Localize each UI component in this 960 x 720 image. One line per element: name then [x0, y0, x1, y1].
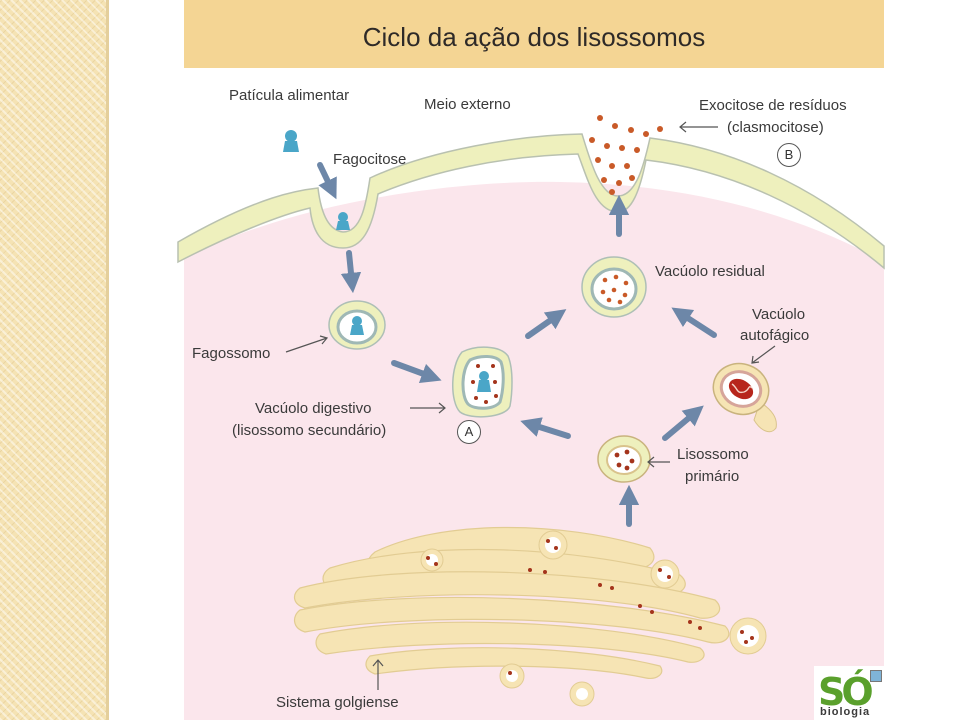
engulfed-particle [336, 212, 350, 230]
primary-lysosome [597, 435, 651, 483]
label-primary-lysosome-1: Lisossomo [677, 446, 749, 463]
residual-vacuole [581, 256, 647, 318]
label-phagocytosis: Fagocitose [333, 151, 407, 168]
digestive-vacuole [452, 346, 513, 418]
autophagic-vacuole [712, 362, 777, 433]
label-digestive-vacuole: Vacúolo digestivo [255, 400, 372, 417]
label-food-particle: Patícula alimentar [229, 87, 350, 104]
decorative-strip [0, 0, 106, 720]
food-particle [283, 130, 299, 152]
exocytosis-residues [589, 115, 663, 195]
golgi-apparatus [294, 526, 730, 679]
label-exocytosis: Exocitose de resíduos [699, 97, 847, 114]
marker-a: A [457, 420, 481, 444]
label-phagosome: Fagossomo [192, 345, 271, 362]
label-residual-vacuole: Vacúolo residual [655, 263, 765, 280]
logo-square-icon [870, 670, 882, 682]
label-clasmocytosis: (clasmocitose) [727, 119, 824, 136]
logo-mark: SÓ [818, 670, 874, 714]
plasma-membrane [177, 133, 885, 270]
title-bar [184, 0, 884, 68]
flow-arrows [317, 162, 717, 527]
label-secondary-lysosome: (lisossomo secundário) [232, 422, 387, 439]
diagram-title: Ciclo da ação dos lisossomos [362, 22, 706, 52]
label-autophagic-vacuole-1: Vacúolo [752, 306, 806, 323]
leader-arrows [285, 121, 776, 690]
so-biologia-logo: SÓ biologia [814, 666, 884, 720]
label-autophagic-vacuole-2: autofágico [740, 327, 810, 344]
marker-b: B [777, 143, 801, 167]
phagosome [328, 300, 386, 350]
golgi-granules [426, 539, 754, 675]
label-primary-lysosome-2: primário [685, 468, 740, 485]
label-external-medium: Meio externo [424, 96, 511, 113]
label-golgi-system: Sistema golgiense [276, 694, 399, 711]
strip-edge [106, 0, 109, 720]
logo-text: biologia [820, 706, 871, 718]
